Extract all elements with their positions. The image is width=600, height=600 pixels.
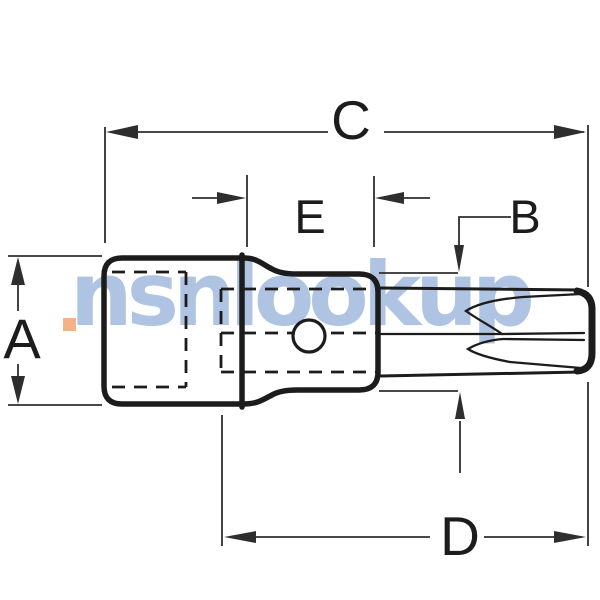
arrowhead-right: [554, 125, 586, 139]
dimension-b: B: [379, 190, 541, 473]
shaft-bottom-edge: [376, 370, 583, 378]
arrowhead-down: [454, 245, 464, 272]
watermark-accent-square: [63, 318, 76, 331]
arrowhead-right: [217, 192, 246, 204]
pin-hole: [291, 318, 327, 354]
arrowhead-left: [224, 531, 256, 543]
dimension-e: E: [192, 175, 430, 247]
shaft-end-cap: [573, 287, 596, 375]
dimension-c: C: [104, 89, 589, 287]
shaft-top-edge: [376, 286, 583, 292]
arrowhead-down: [11, 376, 25, 404]
torx-lower-lobe: [465, 337, 512, 364]
dim-label-c: C: [331, 89, 371, 151]
socket-body-outline: [101, 252, 381, 410]
arrowhead-left: [106, 125, 138, 139]
arrowhead-up: [11, 257, 25, 285]
dim-label-d: D: [440, 505, 480, 567]
dim-label-a: A: [3, 307, 41, 370]
torx-upper-lobe: [463, 292, 583, 336]
dim-label-b: B: [509, 190, 540, 243]
dimension-a: A: [3, 255, 102, 406]
arrowhead-right: [554, 531, 586, 543]
dimension-d: D: [221, 382, 589, 567]
arrowhead-up: [455, 392, 465, 419]
torx-shaft: [376, 286, 596, 378]
arrowhead-left: [375, 192, 404, 204]
dim-label-e: E: [294, 190, 325, 243]
